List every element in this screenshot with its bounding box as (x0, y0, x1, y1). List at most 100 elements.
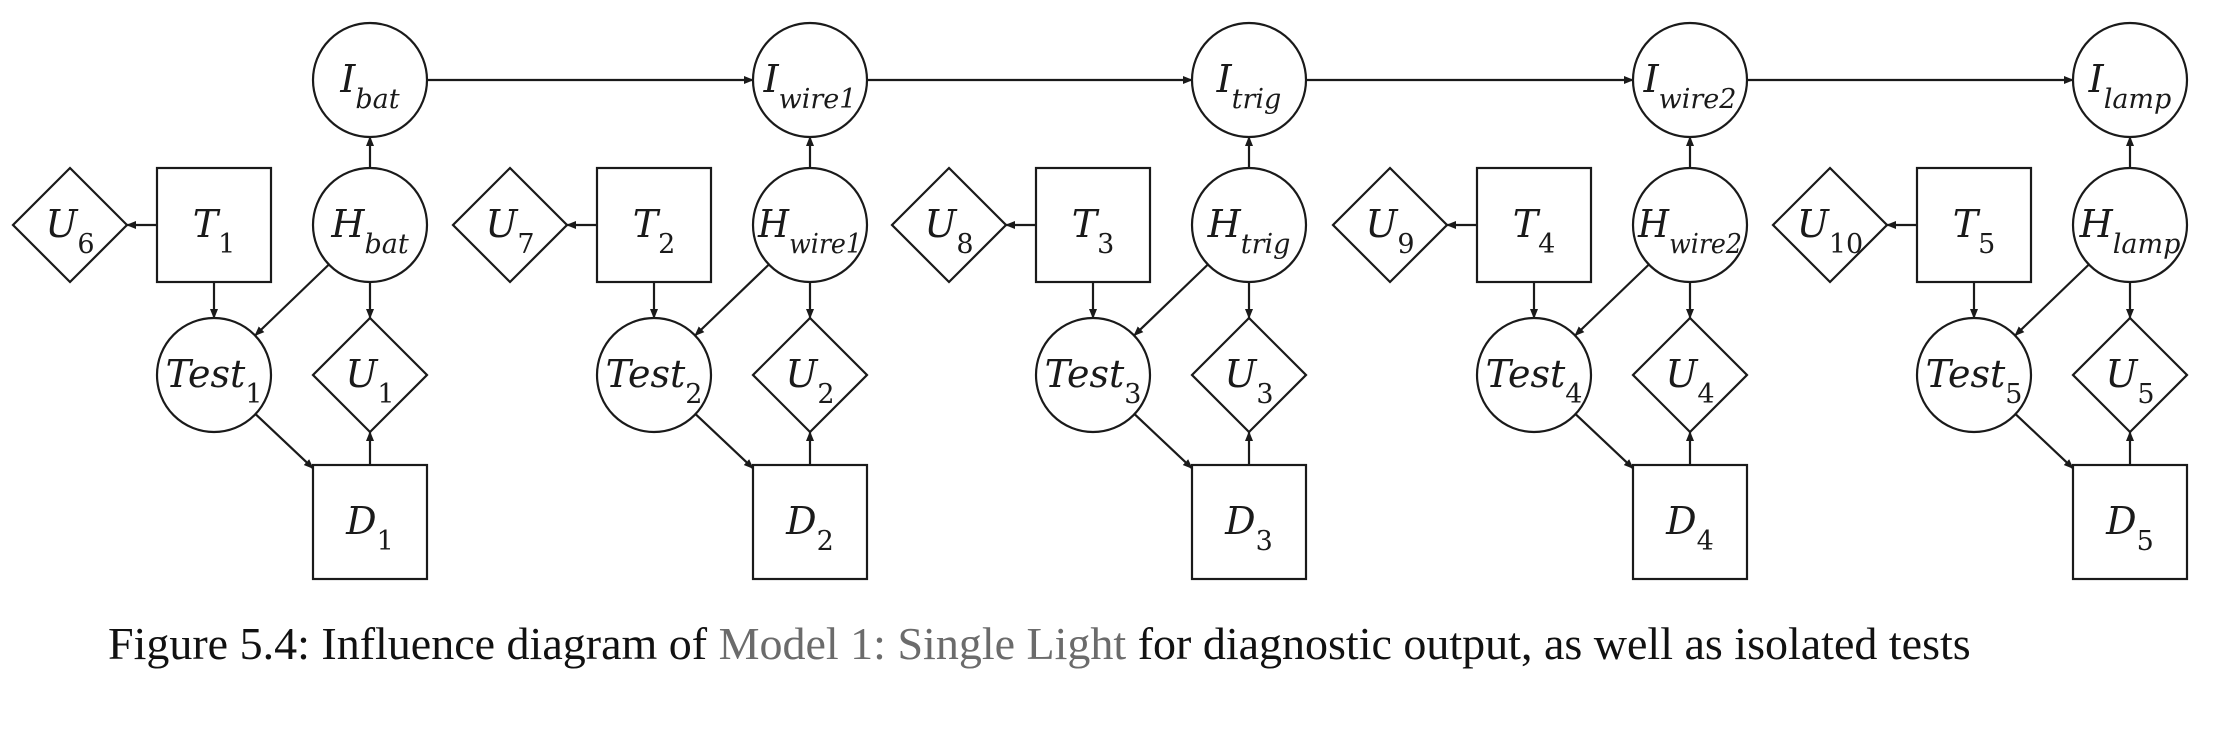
node-label-subscript: bat (364, 229, 408, 260)
node-diamond-u9 (1331, 166, 1449, 284)
node-d1: D1 (311, 463, 429, 581)
node-label-h-bat: Hbat (330, 202, 409, 260)
node-label-base: I (1643, 57, 1660, 101)
node-label-base: T (1072, 202, 1100, 246)
node-label-base: U (1665, 352, 1699, 396)
node-label-subscript: 1 (377, 379, 394, 410)
node-label-subscript: 7 (517, 229, 534, 260)
node-label-base: Test (606, 352, 686, 396)
edge-h-trig-to-test3 (1133, 263, 1209, 337)
node-circle-test4 (1475, 316, 1593, 434)
edge-h-bat-to-test1 (254, 263, 330, 337)
node-label-base: D (2105, 499, 2136, 543)
node-label-u2: U2 (785, 352, 834, 410)
node-u6: U6 (11, 166, 129, 284)
node-t2: T2 (595, 166, 713, 284)
node-circle-test5 (1915, 316, 2033, 434)
node-t5: T5 (1915, 166, 2033, 284)
node-h-wire1: Hwire1 (751, 166, 869, 284)
node-test4: Test4 (1475, 316, 1593, 434)
node-diamond-u5 (2071, 316, 2189, 434)
node-label-subscript: 2 (817, 379, 834, 410)
node-diamond-u8 (890, 166, 1008, 284)
node-label-base: D (1665, 499, 1696, 543)
caption-prefix: Figure 5.4: Influence diagram of (108, 618, 719, 669)
node-label-subscript: 5 (1978, 229, 1995, 260)
node-label-base: Test (166, 352, 246, 396)
node-label-d2: D2 (785, 499, 834, 557)
node-label-subscript: 1 (245, 379, 262, 410)
node-label-base: U (1797, 202, 1831, 246)
edges-layer (126, 76, 2134, 470)
node-square-t2 (595, 166, 713, 284)
node-circle-h-trig (1190, 166, 1308, 284)
node-label-base: D (345, 499, 376, 543)
node-diamond-u4 (1631, 316, 1749, 434)
edge-test4-to-d4 (1574, 413, 1634, 470)
node-label-subscript: 8 (956, 229, 973, 260)
node-i-wire1: Iwire1 (751, 21, 869, 139)
node-d4: D4 (1631, 463, 1749, 581)
node-circle-test2 (595, 316, 713, 434)
node-test2: Test2 (595, 316, 713, 434)
node-square-t5 (1915, 166, 2033, 284)
node-square-d1 (311, 463, 429, 581)
node-label-subscript: bat (355, 84, 399, 115)
node-label-u10: U10 (1797, 202, 1863, 260)
node-label-base: I (763, 57, 780, 101)
node-label-subscript: 4 (1697, 526, 1714, 557)
node-label-base: Test (1486, 352, 1566, 396)
node-test3: Test3 (1034, 316, 1152, 434)
node-label-t2: T2 (633, 202, 676, 260)
node-label-base: T (193, 202, 221, 246)
node-label-subscript: 10 (1829, 229, 1863, 260)
node-square-d4 (1631, 463, 1749, 581)
node-circle-i-wire1 (751, 21, 869, 139)
node-label-t4: T4 (1513, 202, 1556, 260)
node-label-base: T (1953, 202, 1981, 246)
node-label-base: U (485, 202, 519, 246)
node-u2: U2 (751, 316, 869, 434)
edge-test2-to-d2 (694, 413, 754, 470)
caption-model-reference[interactable]: Model 1: Single Light (718, 618, 1127, 669)
node-label-t3: T3 (1072, 202, 1115, 260)
node-circle-h-wire1 (751, 166, 869, 284)
node-label-i-lamp: Ilamp (2088, 57, 2172, 115)
node-diamond-u7 (451, 166, 569, 284)
node-label-subscript: 2 (658, 229, 675, 260)
edge-test1-to-d1 (254, 413, 314, 470)
node-label-subscript: lamp (2113, 229, 2181, 260)
node-i-bat: Ibat (311, 21, 429, 139)
node-label-i-wire2: Iwire2 (1643, 57, 1737, 115)
node-label-u6: U6 (45, 202, 94, 260)
node-u9: U9 (1331, 166, 1449, 284)
node-label-u4: U4 (1665, 352, 1714, 410)
node-circle-h-bat (311, 166, 429, 284)
node-label-test2: Test2 (606, 352, 703, 410)
node-label-base: I (1216, 57, 1233, 101)
node-d5: D5 (2071, 463, 2189, 581)
node-h-lamp: Hlamp (2071, 166, 2189, 284)
edge-h-lamp-to-test5 (2014, 263, 2090, 337)
node-label-subscript: 1 (218, 229, 235, 260)
node-label-subscript: lamp (2104, 84, 2172, 115)
node-circle-i-wire2 (1631, 21, 1749, 139)
node-label-subscript: trig (1232, 84, 1282, 115)
node-u4: U4 (1631, 316, 1749, 434)
node-label-subscript: 5 (2137, 526, 2154, 557)
node-label-subscript: wire1 (789, 229, 862, 260)
node-label-t5: T5 (1953, 202, 1996, 260)
node-d2: D2 (751, 463, 869, 581)
caption-suffix: for diagnostic output, as well as isolat… (1126, 618, 1971, 669)
node-label-h-wire1: Hwire1 (757, 202, 862, 260)
node-label-i-trig: Itrig (1216, 57, 1282, 115)
node-label-d4: D4 (1665, 499, 1714, 557)
node-label-u7: U7 (485, 202, 534, 260)
node-label-u3: U3 (1224, 352, 1273, 410)
node-label-base: U (785, 352, 819, 396)
node-circle-i-trig (1190, 21, 1308, 139)
node-diamond-u3 (1190, 316, 1308, 434)
node-diamond-u1 (311, 316, 429, 434)
